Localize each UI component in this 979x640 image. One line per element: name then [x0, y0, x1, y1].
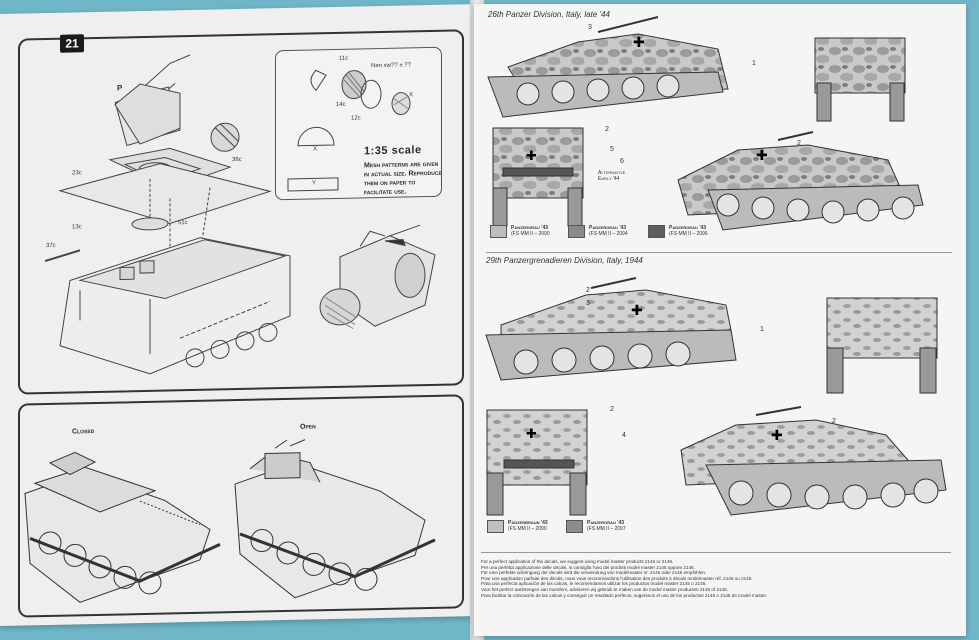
- svg-text:✚: ✚: [526, 149, 537, 164]
- callout-label-x-shape: X: [313, 146, 318, 153]
- callout-label-14c: 14c: [336, 101, 346, 108]
- camo-side-view-1b: ✚: [677, 131, 924, 231]
- section-divider: [486, 252, 952, 253]
- footer-line-es: Para una perfecta aplicación de las calc…: [481, 581, 707, 587]
- section2-title: 29th Panzergrenadieren Division, Italy, …: [486, 256, 643, 265]
- swatch-2-1: Panzerbraun '43(FS MM II – 2090: [487, 520, 548, 533]
- section2-callout-4: 4: [622, 432, 626, 439]
- decal-application-notes: For a perfect application of the decals,…: [481, 559, 951, 598]
- swatch-code: (FS MM II – 2096: [669, 231, 708, 237]
- swatch-2-2: Panzergrau '43(FS MM II – 2097: [566, 520, 626, 533]
- part-label-51c: 51c: [178, 220, 188, 227]
- callout-label-11c: 11c: [339, 55, 349, 62]
- section1-title: 26th Panzer Division, Italy, late '44: [488, 10, 610, 19]
- footer-line-en: For a perfect application of the decals,…: [481, 559, 674, 564]
- footer-line-it: Per una perfetta applicazione delle deca…: [481, 564, 695, 570]
- scale-title: 1:35 scale: [364, 144, 422, 158]
- section2-callout-1: 1: [760, 326, 764, 333]
- vehicle-open-drawing: [234, 439, 436, 599]
- camo-rear-view-2: [826, 297, 938, 394]
- footer-line-es2: Para facilitar la colocación de las calc…: [481, 592, 767, 598]
- instruction-page-left: 21: [0, 3, 478, 627]
- color-swatch: [568, 225, 585, 238]
- swatch-1-3: Panzergrau '43(FS MM II – 2096: [648, 225, 708, 238]
- svg-text:✚: ✚: [771, 428, 783, 444]
- closed-view-label: Closed: [72, 428, 95, 436]
- swatch-name: Panzergrau '43: [669, 225, 707, 231]
- callout-question: Nen xw?? ± ??: [371, 62, 411, 70]
- swatch-name: Panzergrau '43: [587, 520, 625, 526]
- color-swatch: [487, 520, 504, 533]
- section2-callout-2a: 2: [586, 287, 590, 294]
- swatch-name: Panzerbraun '43: [508, 520, 548, 526]
- swatch-name: Panzergrau '43: [511, 225, 549, 231]
- camo-side-view-1: ✚: [487, 16, 729, 118]
- camo-rear-view-1: [814, 37, 906, 122]
- swatch-name: Panzergrau '43: [589, 225, 627, 231]
- part-label-36c: 36c: [232, 156, 242, 164]
- section2-callout-2b: 2: [610, 406, 614, 413]
- callout-label-12c: 12c: [351, 115, 361, 122]
- swatch-code: (FS MM II – 2094: [589, 231, 628, 237]
- open-view-label: Open: [300, 423, 316, 431]
- part-label-37c: 37c: [46, 242, 56, 250]
- footer-line-nl: Voor het perfect aanbrengen van transfer…: [481, 586, 728, 592]
- camo-front-view-1: ✚: [492, 127, 584, 227]
- swatch-code: (FS MM II – 2090: [511, 231, 550, 237]
- mesh-parts-drawing: [287, 69, 411, 192]
- alternative-early-label: Alternative Early '44: [598, 170, 626, 182]
- svg-text:✚: ✚: [756, 148, 768, 164]
- section1-callout-6: 6: [620, 158, 624, 165]
- section1-callout-2a: 2: [605, 126, 609, 133]
- swatch-1-1: Panzergrau '43(FS MM II – 2090: [490, 225, 550, 238]
- color-swatch: [648, 225, 665, 238]
- swatch-code: (FS MM II – 2090: [508, 526, 547, 532]
- footer-line-fr: Pour une application parfaite des décals…: [481, 575, 753, 581]
- camo-side-view-2: ✚: [485, 277, 737, 381]
- svg-text:✚: ✚: [631, 303, 643, 319]
- part-label-p: P: [117, 83, 123, 93]
- footer-line-de: Für eine perfekte anbringung der decals …: [481, 570, 707, 576]
- gun-mount-detail-drawing: [319, 224, 436, 330]
- section1-callout-5: 5: [610, 146, 614, 153]
- section1-callout-1: 1: [752, 60, 756, 67]
- mesh-scale-callout: 11c 14c 12c X X Y Nen xw?? ± ?? 1:35 sca…: [275, 46, 442, 201]
- camo-side-view-2b: ✚: [680, 406, 947, 516]
- scale-instructions: Mesh patterns are given in actual size. …: [364, 160, 442, 197]
- callout-label-y-shape: Y: [312, 180, 317, 187]
- section1-callout-2b: 2: [797, 140, 801, 147]
- part-label-23c: 23c: [72, 170, 82, 177]
- swatch-1-2: Panzergrau '43(FS MM II – 2094: [568, 225, 628, 238]
- section2-callout-2c: 2: [832, 418, 836, 425]
- part-label-13c: 13c: [72, 224, 82, 231]
- footer-divider: [481, 552, 951, 553]
- color-swatch: [566, 520, 583, 533]
- section2-callout-3: 3: [586, 300, 590, 307]
- camo-front-view-2: ✚: [486, 409, 588, 516]
- section1-callout-3: 3: [588, 24, 592, 31]
- callout-label-x: X: [409, 92, 414, 99]
- assembly-drawing: [44, 54, 291, 375]
- vehicle-closed-drawing: [24, 451, 221, 603]
- color-swatch: [490, 225, 507, 238]
- svg-text:✚: ✚: [633, 35, 645, 51]
- swatch-code: (FS MM II – 2097: [587, 526, 626, 532]
- svg-text:✚: ✚: [526, 427, 537, 442]
